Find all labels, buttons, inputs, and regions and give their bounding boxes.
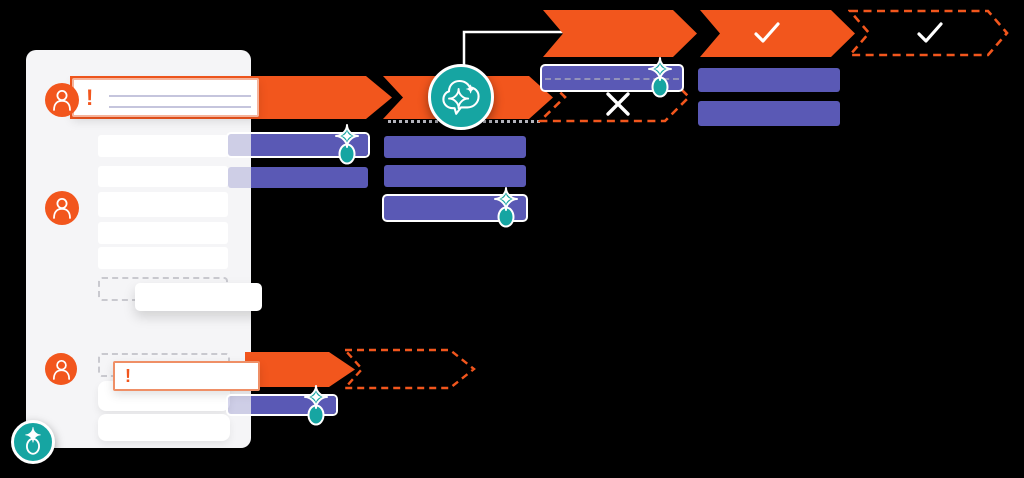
ai-brain-node xyxy=(428,64,494,130)
check-icon xyxy=(754,22,780,43)
sparkle-badge xyxy=(493,187,519,229)
row-placeholder xyxy=(98,414,230,441)
task-bar xyxy=(228,167,368,188)
stage-arrow-row3 xyxy=(245,352,355,387)
task-bar xyxy=(384,136,526,158)
sparkle-badge xyxy=(303,385,329,427)
text-line xyxy=(109,95,251,97)
row-placeholder xyxy=(98,135,228,157)
task-bar xyxy=(698,68,840,92)
sparkle-badge-icon xyxy=(494,187,518,228)
alert-note-row1: ! xyxy=(72,78,259,117)
top-stage-arrow-1 xyxy=(543,10,697,57)
floating-list-item xyxy=(135,283,262,311)
sparkle-badge-icon xyxy=(335,124,359,165)
pending-stage-outline xyxy=(343,348,476,390)
user-avatar xyxy=(45,353,77,385)
row-placeholder xyxy=(98,247,228,269)
ai-assistant-node xyxy=(11,420,55,464)
row-placeholder xyxy=(98,222,228,244)
x-icon xyxy=(606,92,630,116)
sparkle-badge-icon xyxy=(648,57,672,98)
alert-icon: ! xyxy=(86,84,94,110)
task-bar-ai xyxy=(228,134,368,156)
user-avatar-icon xyxy=(53,90,71,111)
row-placeholder xyxy=(98,192,228,217)
top-stage-arrow-3-dashed xyxy=(848,9,1009,57)
top-stage-arrow-2 xyxy=(700,10,855,57)
dashed-strike-line xyxy=(545,78,679,80)
row-placeholder xyxy=(98,166,228,187)
check-icon xyxy=(917,22,943,43)
alert-icon: ! xyxy=(125,366,131,386)
task-bar xyxy=(384,165,526,187)
copilot-sparkle-icon xyxy=(25,427,41,455)
alert-note-row3: ! xyxy=(113,361,260,391)
task-bar xyxy=(698,101,840,126)
user-avatar xyxy=(45,191,79,225)
sparkle-badge xyxy=(647,57,673,99)
user-avatar-icon xyxy=(53,198,71,219)
sparkle-badge-icon xyxy=(304,385,328,426)
user-avatar-icon xyxy=(52,359,70,380)
user-avatar xyxy=(45,83,79,117)
brain-sparkle-icon xyxy=(442,79,480,115)
text-line xyxy=(109,106,251,108)
sparkle-badge xyxy=(334,124,360,166)
